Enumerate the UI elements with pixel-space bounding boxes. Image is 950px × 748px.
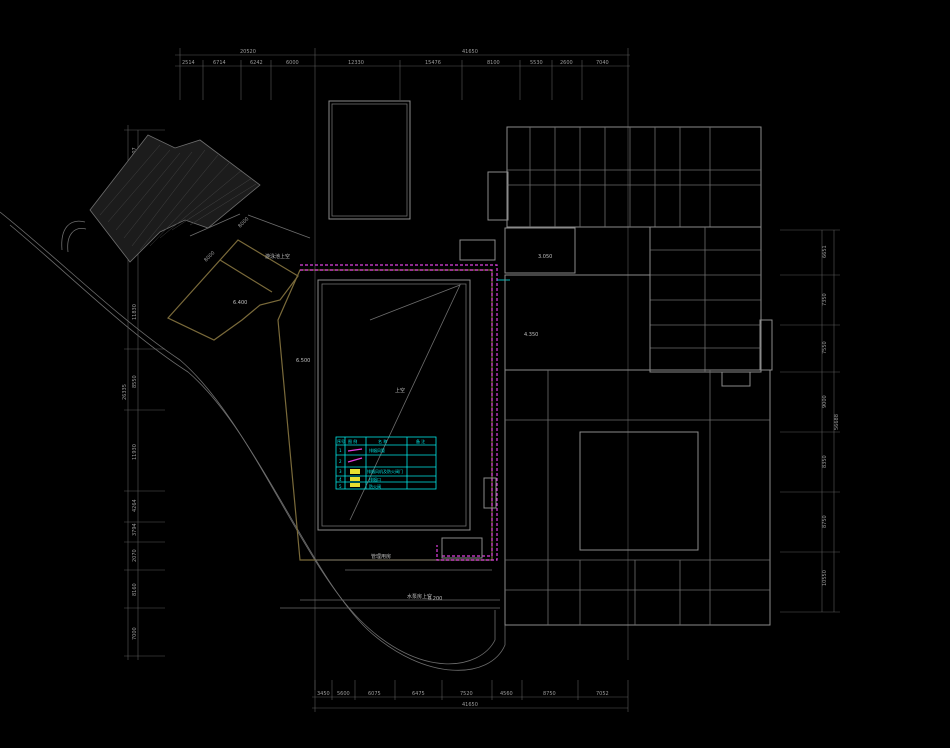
- legend-header-no: 序号: [337, 438, 345, 444]
- label-elev-top: 3.050: [538, 254, 552, 260]
- bottom-dim-1: 3450: [317, 691, 330, 697]
- curved-road: [0, 211, 506, 671]
- legend-row-4-name: 排烟口: [369, 476, 381, 482]
- legend-header-remark: 备 注: [416, 438, 425, 444]
- right-dim-5: 8350: [822, 455, 828, 468]
- top-dim-8: 5530: [530, 60, 543, 66]
- right-building: 3.050 4.350: [441, 126, 773, 626]
- legend-row-2-no: 2: [339, 459, 342, 464]
- left-dim-2: 11830: [132, 304, 138, 320]
- left-dim-5: 4264: [132, 499, 138, 512]
- right-dim-4: 9000: [822, 395, 828, 408]
- label-elev-left: 6.400: [233, 300, 247, 306]
- legend-header-name: 名 称: [378, 438, 387, 444]
- label-elev-bottom: 0.200: [428, 596, 442, 602]
- legend-row-3-name: 排烟风机及防火阀门: [367, 468, 403, 474]
- top-dim-7: 8100: [487, 60, 500, 66]
- bottom-dim-5: 7520: [460, 691, 473, 697]
- right-dim-1: 6651: [822, 245, 828, 258]
- legend-row-4-no: 4: [339, 477, 342, 482]
- label-zone-top: 游泳池上空: [265, 253, 290, 260]
- left-dim-7: 2070: [132, 549, 138, 562]
- bottom-dim-3: 6075: [368, 691, 381, 697]
- legend-row-1-name: 排烟风管: [369, 447, 385, 453]
- legend-symbol-fan: [350, 469, 360, 474]
- top-dim-3: 6242: [250, 60, 263, 66]
- label-zone-bottom2: 水泵房上空: [407, 593, 432, 600]
- top-dim-4: 6000: [286, 60, 299, 66]
- top-dim-9: 2600: [560, 60, 573, 66]
- label-elev-right: 4.350: [524, 332, 538, 338]
- label-zone-center: 上空: [395, 387, 405, 394]
- left-dim-8: 8160: [132, 583, 138, 596]
- top-dimension-chain: 20520 41650 2514 6714 6242 6000 12330 15…: [175, 48, 630, 690]
- bottom-dim-2: 5600: [337, 691, 350, 697]
- right-dim-2: 7350: [822, 293, 828, 306]
- bottom-dim-6: 4560: [500, 691, 513, 697]
- legend-row-1-no: 1: [339, 448, 342, 453]
- bottom-overall-dim: 41650: [462, 702, 478, 708]
- left-dim-3: 8550: [132, 375, 138, 388]
- label-elev-main: 6.500: [296, 358, 310, 364]
- legend-header-symbol: 图 例: [348, 438, 357, 444]
- left-dim-6: 3794: [132, 523, 138, 536]
- left-dim-9: 7000: [132, 627, 138, 640]
- legend-row-3-no: 3: [339, 469, 342, 474]
- legend-symbol-2: [347, 457, 363, 463]
- legend-row-5-no: 5: [339, 484, 342, 489]
- legend-row-5-name: 防火阀: [369, 483, 381, 489]
- legend-table: 序号 图 例 名 称 备 注 1 排烟风管 2 3 排烟风机及防火阀门 4 排烟…: [335, 436, 437, 490]
- hatched-roof-block: [89, 134, 261, 263]
- top-dim-1: 2514: [182, 60, 195, 66]
- top-overall-dim-1: 20520: [240, 49, 256, 55]
- smoke-exhaust-duct: [300, 264, 510, 561]
- label-zone-bottom: 管理用房: [371, 553, 391, 560]
- right-overall-dim: 56688: [834, 414, 840, 430]
- top-dim-10: 7040: [596, 60, 609, 66]
- left-annex: 6.400 游泳池上空 8000 8000: [167, 213, 311, 341]
- bottom-dimension-chain: 3450 5600 6075 6475 7520 4560 8750 7052 …: [312, 680, 629, 712]
- right-dimension-chain: 6651 7350 7550 9000 8350 8750 10550 5668…: [780, 229, 840, 613]
- bottom-dim-4: 6475: [412, 691, 425, 697]
- top-overall-dim-2: 41650: [462, 49, 478, 55]
- legend-symbol-duct: [347, 448, 363, 452]
- right-dim-7: 10550: [822, 570, 828, 586]
- top-dim-6: 15476: [425, 60, 441, 66]
- top-dim-2: 6714: [213, 60, 226, 66]
- right-dim-3: 7550: [822, 341, 828, 354]
- right-dim-6: 8750: [822, 515, 828, 528]
- bottom-dim-7: 8750: [543, 691, 556, 697]
- bottom-dim-8: 7052: [596, 691, 609, 697]
- outdoor-court: [328, 100, 411, 220]
- main-hall: 6.500 上空 管理用房 水泵房上空 0.200: [277, 269, 500, 609]
- left-overall-dim: 26335: [122, 384, 128, 400]
- left-dim-4: 11930: [132, 444, 138, 460]
- dim-label-left-b: 8000: [237, 216, 250, 229]
- dim-label-left-a: 8000: [203, 250, 216, 263]
- top-dim-5: 12330: [348, 60, 364, 66]
- legend-symbol-damper: [350, 483, 360, 487]
- legend-symbol-outlet: [350, 477, 360, 481]
